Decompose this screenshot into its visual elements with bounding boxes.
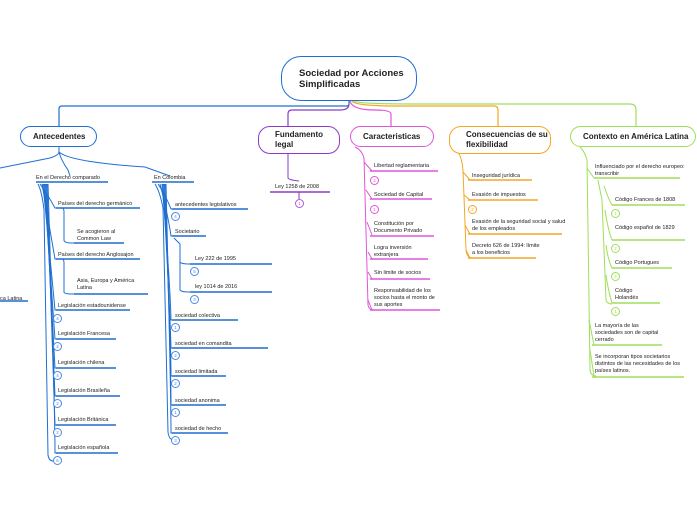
badge-codigo-espanol-1829[interactable]: 2 [611,244,620,253]
connector-root-fundamento [287,103,350,126]
badge-sociedad-capital[interactable]: 1 [370,205,379,214]
item-responsabilidad-socios[interactable]: Responsabilidad de los socios hasta el m… [374,288,435,308]
topic-antecedentes[interactable]: Antecedentes [20,126,97,147]
badge-legislacion-chilena[interactable]: 4 [53,371,62,380]
topic-fundamento-legal[interactable]: Fundamento legal [258,126,340,154]
item-legislacion-francesa[interactable]: Legislación Francesa [58,331,110,337]
badge-antecedentes-legislativos[interactable]: 4 [171,212,180,221]
badge-libertad-reglamentaria[interactable]: 2 [370,176,379,185]
badge-codigo-portugues[interactable]: 2 [611,272,620,281]
item-influenciado-derecho-europeo[interactable]: Influenciado por el derecho europeo: tra… [595,164,685,177]
item-tipos-societarios[interactable]: Se incorporan tipos societarios distinto… [595,354,680,374]
badge-sociedad-limitada[interactable]: 2 [171,379,180,388]
item-evasion-impuestos[interactable]: Evasión de impuestos [472,192,526,198]
item-antecedentes-legislativos[interactable]: antecedentes legislativos [175,202,237,208]
topic-caracteristicas[interactable]: Caracteristicas [350,126,434,147]
item-sociedad-anonima[interactable]: sociedad anonima [175,398,220,404]
item-derecho-anglosajon[interactable]: Países del derecho Anglosajon [58,252,134,258]
badge-ley-1014-2016[interactable]: 3 [190,295,199,304]
badge-codigo-frances-1808[interactable]: 1 [611,209,620,218]
badge-sociedad-de-hecho[interactable]: 3 [171,436,180,445]
subtopic-derecho-comparado[interactable]: En el Derecho comparado [36,175,100,181]
item-sociedad-limitada[interactable]: sociedad limitada [175,369,218,375]
badge-legislacion-brasilena[interactable]: 2 [53,399,62,408]
item-mayoria-capital-cerrado[interactable]: La mayoría de las sociedades son de capi… [595,323,659,343]
item-common-law[interactable]: Se acogieron al Common Law [77,229,116,242]
badge-legislacion-britanica[interactable]: 2 [53,428,62,437]
root-node[interactable]: Sociedad por Acciones Simplificadas [281,56,417,101]
badge-ley-222-1995[interactable]: 5 [190,267,199,276]
item-sociedad-colectiva[interactable]: sociedad colectiva [175,313,220,319]
connector-root-contexto [353,100,637,126]
topic-consecuencias[interactable]: Consecuencias de su flexibilidad [449,126,551,154]
item-codigo-frances-1808[interactable]: Código Frances de 1808 [615,197,676,203]
item-legislacion-espanola[interactable]: Legislación española [58,445,110,451]
badge-legislacion-espanola[interactable]: 6 [53,456,62,465]
item-codigo-espanol-1829[interactable]: Código español de 1829 [615,225,675,231]
badge-legislacion-estadounidense[interactable]: 4 [53,314,62,323]
connector-root-antecedentes [58,101,350,126]
antecedentes-left-fragment[interactable]: ca Latina [0,296,23,302]
item-sociedad-capital[interactable]: Sociedad de Capital [374,192,424,198]
item-codigo-portugues[interactable]: Código Portugues [615,260,660,266]
item-libertad-reglamentaria[interactable]: Libertad reglamentaria [374,163,430,169]
item-ley-222-1995[interactable]: Ley 222 de 1995 [195,256,236,262]
subtopic-en-colombia[interactable]: En Colombia [154,175,186,181]
item-inversion-extranjera[interactable]: Logra inversión extranjera [374,245,412,258]
connector-root-consecuencias [351,100,499,126]
item-decreto-626-1994[interactable]: Decreto 626 de 1994: límite a los benefi… [472,243,540,256]
item-sin-limite-socios[interactable]: Sin limite de socios [374,270,422,276]
item-ley-1014-2016[interactable]: ley 1014 de 2016 [195,284,238,290]
item-evasion-seguridad-social[interactable]: Evasión de la seguridad social y salud d… [472,219,566,232]
item-societario[interactable]: Societario [175,229,200,235]
item-sociedad-comandita[interactable]: sociedad en comandita [175,341,232,347]
item-inseguridad-juridica[interactable]: Inseguridad jurídica [472,173,521,179]
badge-sociedad-colectiva[interactable]: 1 [171,323,180,332]
item-ley-1258-2008[interactable]: Ley 1258 de 2008 [275,184,320,190]
badge-legislacion-francesa[interactable]: 2 [53,342,62,351]
item-legislacion-chilena[interactable]: Legislación chilena [58,360,105,366]
connector-root-caracteristicas [349,100,392,126]
item-legislacion-britanica[interactable]: Legislación Británica [58,417,109,423]
badge-evasion-impuestos[interactable]: 2 [468,205,477,214]
item-asia-europa-america[interactable]: Asia, Europa y América Latina [77,278,135,291]
badge-ley-1258-2008[interactable]: 1 [295,199,304,208]
item-sociedad-de-hecho[interactable]: sociedad de hecho [175,426,222,432]
badge-codigo-holandes[interactable]: 1 [611,307,620,316]
item-derecho-germanico[interactable]: Países del derecho germánico [58,201,133,207]
item-legislacion-brasilena[interactable]: Legislación Brasileña [58,388,110,394]
item-codigo-holandes[interactable]: Código Holandés [615,288,639,301]
item-constitucion-documento-privado[interactable]: Constitución por Documento Privado [374,221,423,234]
badge-sociedad-anonima[interactable]: 1 [171,408,180,417]
topic-contexto-america-latina[interactable]: Contexto en América Latina [570,126,696,147]
badge-sociedad-comandita[interactable]: 2 [171,351,180,360]
item-legislacion-estadounidense[interactable]: Legislación estadounidense [58,303,126,309]
